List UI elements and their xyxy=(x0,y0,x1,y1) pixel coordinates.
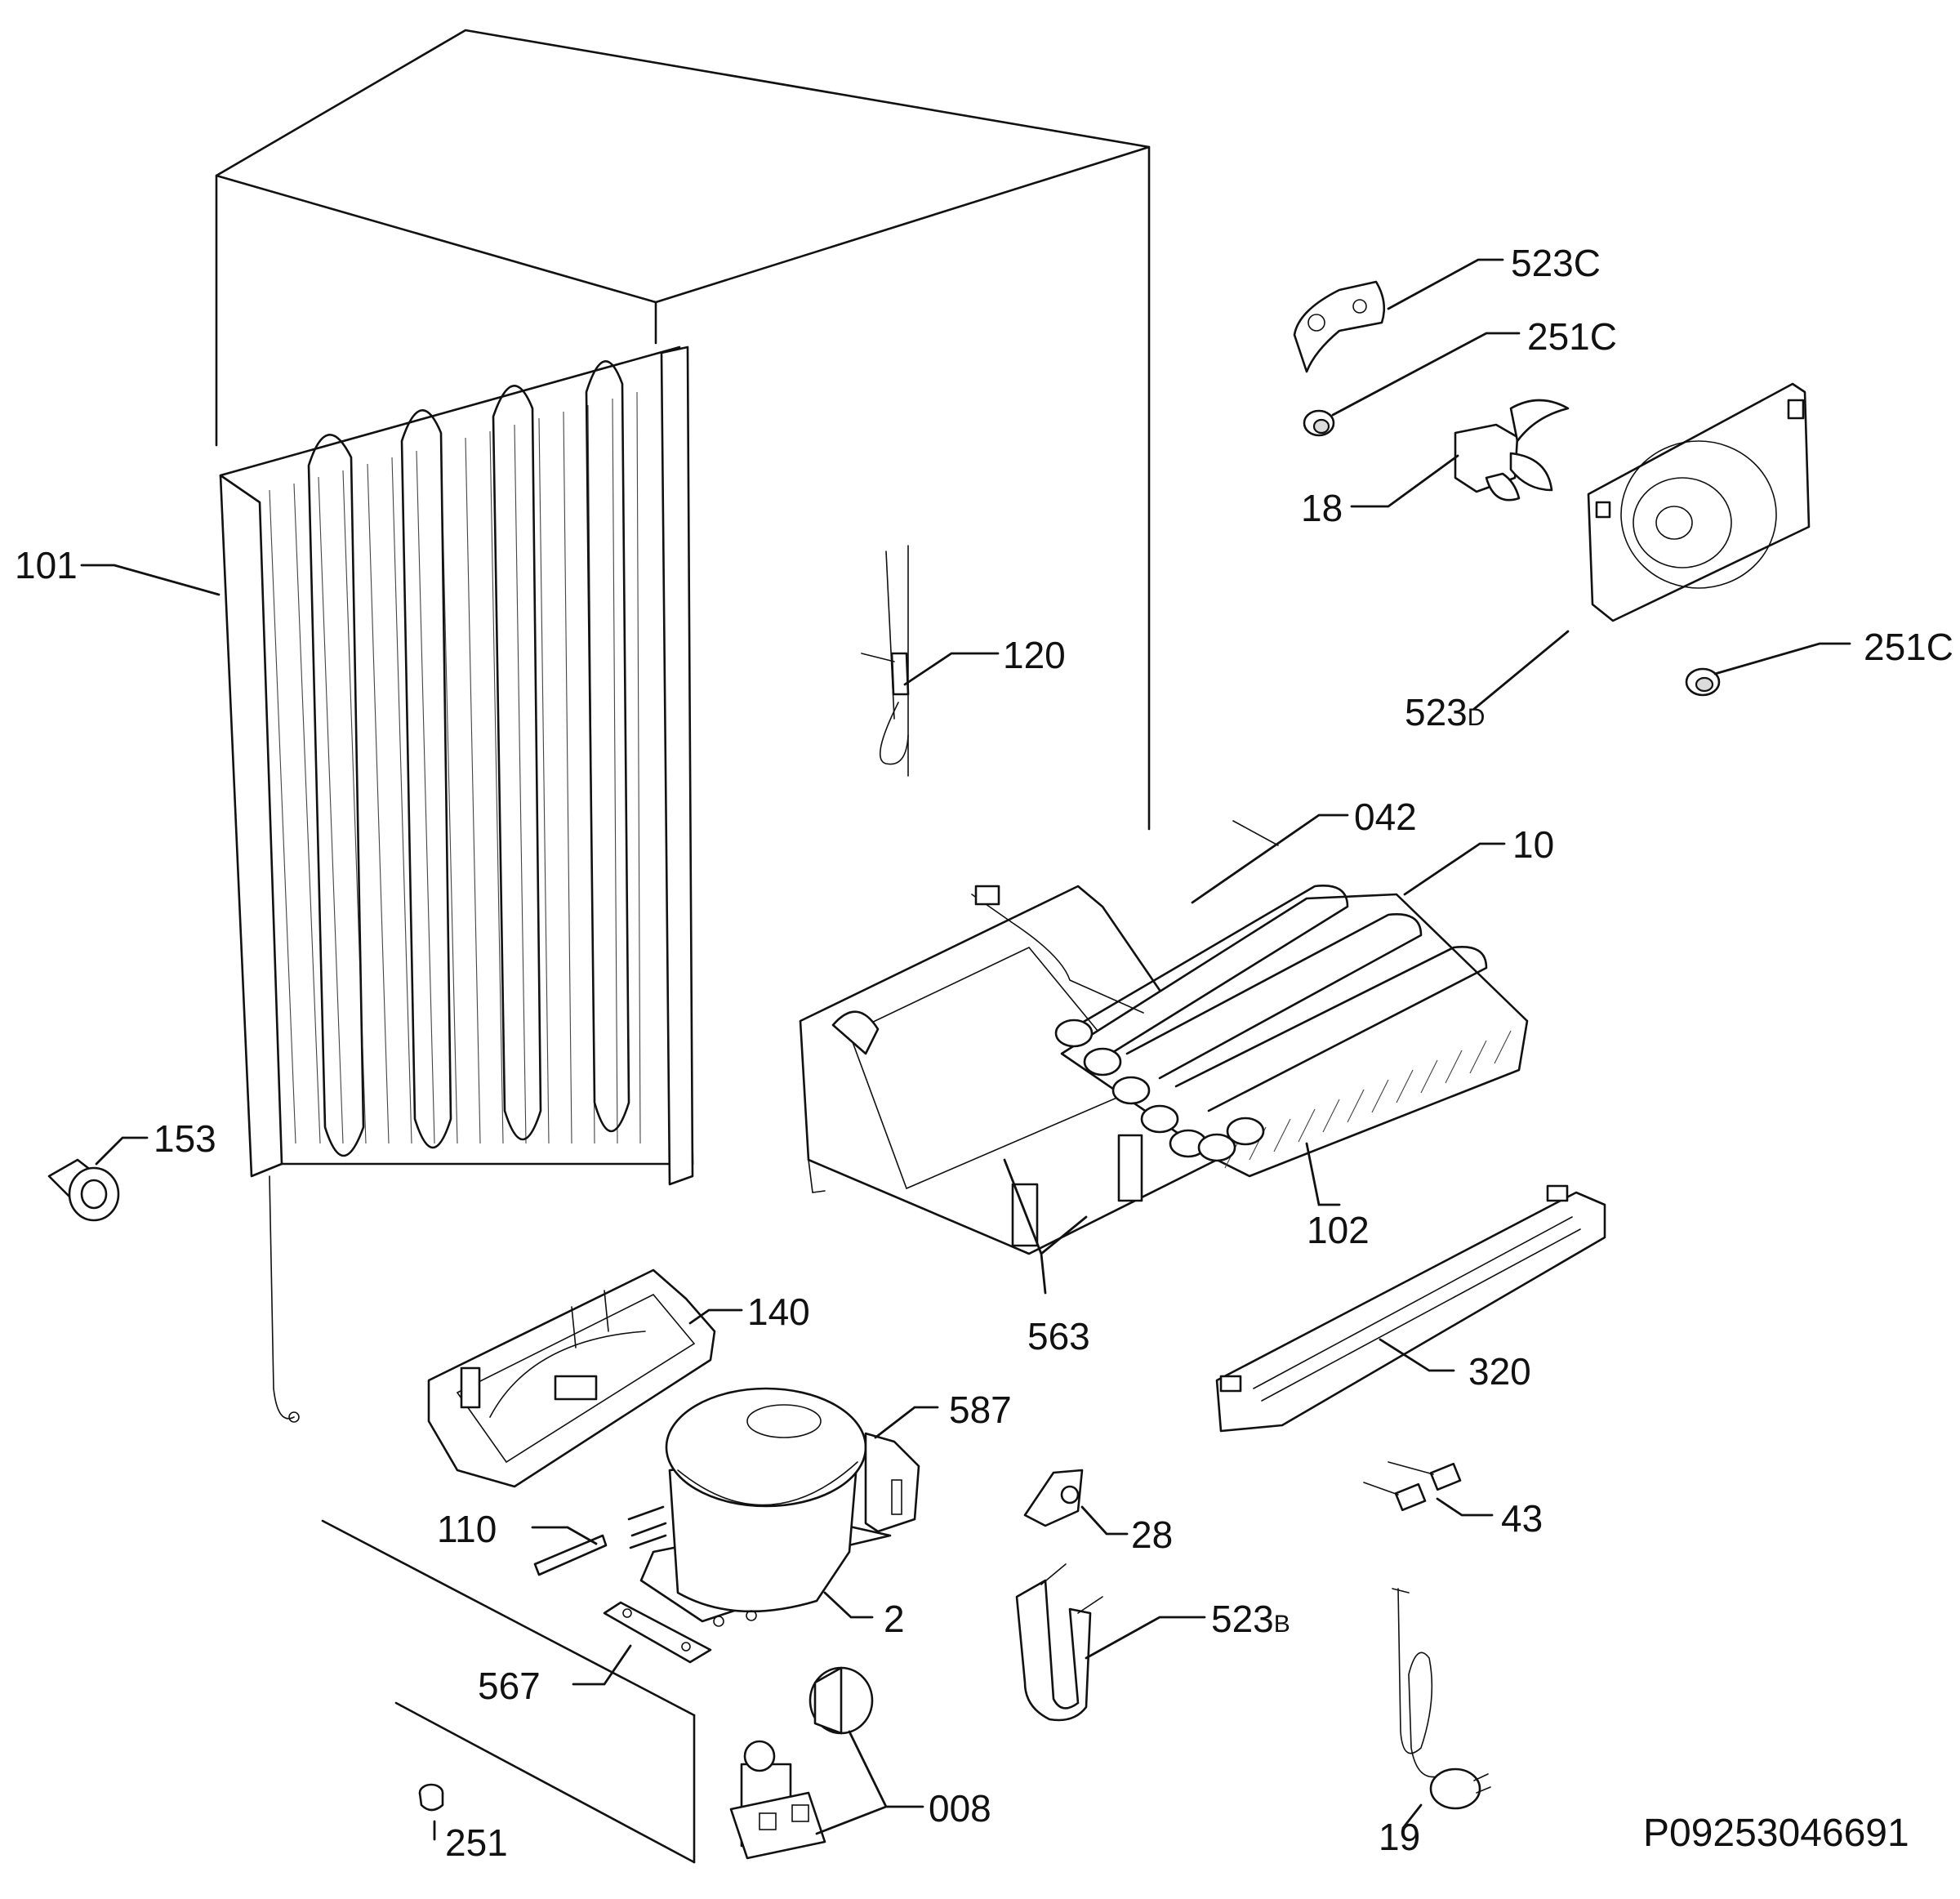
label-120: 120 xyxy=(1003,634,1066,676)
fan-cover-part xyxy=(1587,382,1811,622)
damper-c-top-part xyxy=(1303,409,1335,437)
label-10: 10 xyxy=(1512,823,1554,866)
label-251c-right: 251C xyxy=(1864,626,1953,668)
sensor-part xyxy=(861,545,910,777)
damper-c-right-part xyxy=(1685,667,1721,697)
relay-box-part xyxy=(864,1432,920,1533)
drawing-code: P09253046691 xyxy=(1643,1812,1909,1855)
tube-part xyxy=(533,1534,608,1576)
compressor-part xyxy=(627,1387,892,1627)
connector-part xyxy=(1363,1461,1462,1512)
label-251: 251 xyxy=(445,1821,508,1864)
label-101: 101 xyxy=(15,544,78,586)
foot-part xyxy=(418,1783,444,1812)
trim-strip-part xyxy=(1215,1184,1606,1433)
label-320: 320 xyxy=(1468,1350,1531,1393)
starter-part xyxy=(729,1666,874,1860)
grommet-part xyxy=(47,1158,120,1222)
drip-tray-part xyxy=(427,1268,716,1488)
label-523c: 523C xyxy=(1511,242,1601,284)
label-523d: 523D xyxy=(1405,691,1485,733)
label-008: 008 xyxy=(929,1787,991,1830)
label-18: 18 xyxy=(1301,487,1343,529)
evaporator-part xyxy=(971,884,1529,1178)
label-43: 43 xyxy=(1501,1497,1543,1540)
label-251c-top: 251C xyxy=(1527,315,1617,358)
power-cord-part xyxy=(1392,1588,1491,1810)
label-140: 140 xyxy=(747,1291,810,1333)
label-587: 587 xyxy=(949,1389,1012,1431)
clip-part xyxy=(1023,1469,1084,1527)
fan-motor-part xyxy=(1454,399,1570,501)
label-042: 042 xyxy=(1354,796,1417,838)
mounting-plate-part xyxy=(603,1601,712,1664)
label-28: 28 xyxy=(1131,1513,1173,1556)
leader-lines xyxy=(80,258,1851,1841)
label-523b: 523B xyxy=(1211,1598,1290,1640)
label-102: 102 xyxy=(1307,1209,1370,1251)
label-567: 567 xyxy=(478,1665,541,1707)
label-153: 153 xyxy=(154,1117,216,1160)
bracket-b-part xyxy=(1015,1563,1103,1722)
label-19: 19 xyxy=(1379,1816,1420,1858)
label-2: 2 xyxy=(884,1598,905,1640)
wire-part xyxy=(1232,820,1279,846)
condenser-part xyxy=(219,345,694,1423)
label-563: 563 xyxy=(1027,1315,1090,1357)
label-110: 110 xyxy=(437,1508,497,1550)
bracket-c-part xyxy=(1293,280,1386,373)
cabinet-outline xyxy=(215,29,1151,1864)
callout-labels: 101 120 153 140 587 110 2 567 008 251 52… xyxy=(15,242,1953,1864)
